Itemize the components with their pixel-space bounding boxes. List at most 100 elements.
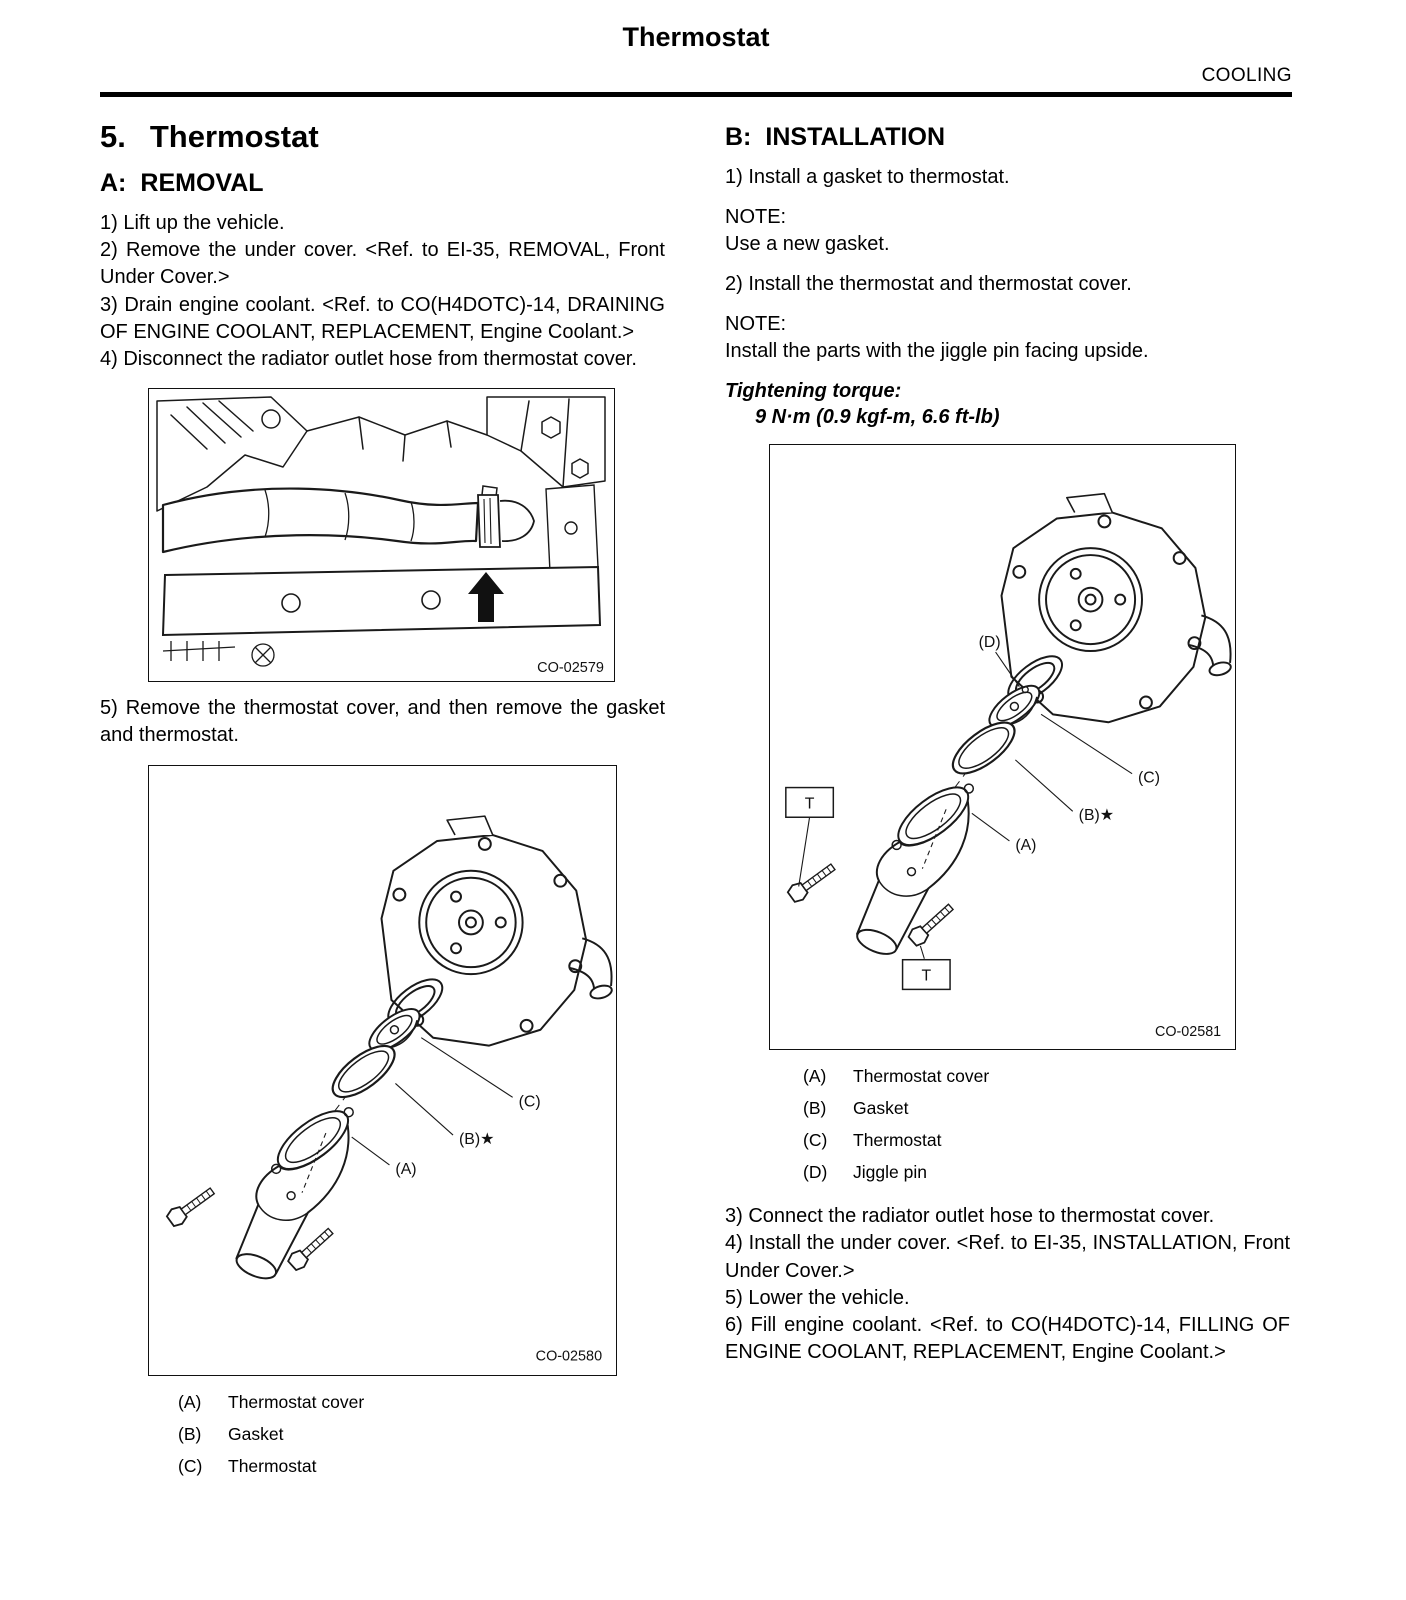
installation-legend: (A) Thermostat cover (B) Gasket (C) Ther… — [803, 1066, 1290, 1183]
installation-step: 2) Install the thermostat and thermostat… — [725, 272, 1132, 295]
torque-label: Tightening torque: — [725, 380, 902, 403]
callout-leader-lines — [351, 1036, 513, 1165]
figure-code: CO-02580 — [536, 1348, 602, 1364]
callout-b-label: (B)★ — [459, 1131, 494, 1148]
left-column: 5. Thermostat A: REMOVAL 1) Lift up the ve… — [100, 119, 665, 1497]
removal-heading: A: REMOVAL — [100, 169, 665, 198]
removal-heading-prefix: A: — [100, 169, 127, 197]
undercarriage-detail-drawing — [162, 641, 275, 667]
removal-step: 3) Drain engine coolant. <Ref. to CO(H4D… — [100, 293, 665, 343]
note-text: Install the parts with the jiggle pin fa… — [725, 339, 1149, 362]
legend-item: (D) Jiggle pin — [803, 1162, 1290, 1183]
hose-clamp-drawing — [477, 485, 501, 549]
installation-step: 4) Install the under cover. <Ref. to EI-… — [725, 1232, 1290, 1282]
legend-item: (A) Thermostat cover — [178, 1392, 665, 1413]
chapter-number: 5. — [100, 119, 126, 154]
tightening-torque: Tightening torque: 9 N·m (0.9 kgf-m, 6.6… — [725, 380, 1290, 429]
removal-step: 2) Remove the under cover. <Ref. to EI-3… — [100, 239, 665, 289]
callout-a-label: (A) — [395, 1160, 416, 1177]
legend-key: (A) — [178, 1391, 202, 1412]
bolt-drawing — [907, 903, 955, 947]
thermostat-cover-drawing — [855, 783, 975, 956]
section-label: COOLING — [1201, 65, 1292, 86]
figure-installation-exploded: (C) (B)★ (A) (D) T T CO-02581 — [769, 444, 1236, 1051]
bolt-drawing — [287, 1226, 334, 1271]
installation-step: 6) Fill engine coolant. <Ref. to CO(H4DO… — [725, 1313, 1290, 1364]
installation-step: 5) Lower the vehicle. — [725, 1286, 910, 1309]
installation-heading-prefix: B: — [725, 123, 752, 151]
removal-step: 4) Disconnect the radiator outlet hose f… — [100, 347, 637, 370]
radiator-hose-drawing — [161, 487, 480, 554]
legend-label: Gasket — [853, 1098, 909, 1119]
note-block: NOTE: Install the parts with the jiggle … — [725, 311, 1290, 365]
legend-key: (B) — [178, 1423, 202, 1444]
note-label: NOTE: — [725, 206, 787, 229]
bolt-drawing — [786, 863, 836, 904]
two-column-layout: 5. Thermostat A: REMOVAL 1) Lift up the ve… — [100, 119, 1292, 1497]
legend-key: (D) — [803, 1162, 828, 1183]
thermostat-drawing — [988, 684, 1041, 729]
callout-leader-lines — [971, 651, 1133, 842]
removal-step: 5) Remove the thermostat cover, and then… — [100, 697, 665, 747]
header-rule — [100, 92, 1292, 97]
figure-radiator-hose: CO-02579 — [148, 388, 615, 683]
crossmember-drawing — [161, 566, 602, 637]
legend-label: Thermostat — [228, 1455, 317, 1476]
chapter-heading: 5. Thermostat — [100, 119, 665, 155]
legend-key: (B) — [803, 1098, 827, 1119]
legend-key: (A) — [803, 1066, 827, 1087]
legend-item: (B) Gasket — [803, 1098, 1290, 1119]
removal-exploded-diagram: (C) (B)★ (A) CO-02580 — [165, 814, 613, 1364]
callout-d-label: (D) — [979, 634, 1001, 651]
legend-key: (C) — [178, 1455, 203, 1476]
legend-label: Thermostat cover — [228, 1391, 365, 1412]
note-block: NOTE: Use a new gasket. — [725, 204, 1290, 258]
figure-code: CO-02579 — [537, 660, 604, 676]
callout-b-label: (B)★ — [1079, 807, 1114, 824]
torque-value: 9 N·m (0.9 kgf-m, 6.6 ft-lb) — [755, 406, 1000, 429]
chapter-title: Thermostat — [149, 119, 319, 154]
legend-label: Jiggle pin — [853, 1162, 927, 1183]
legend-label: Gasket — [228, 1423, 284, 1444]
water-pump-drawing — [380, 814, 613, 1047]
removal-step: 1) Lift up the vehicle. — [100, 212, 285, 234]
legend-item: (B) Gasket — [178, 1424, 665, 1445]
water-pump-drawing — [1000, 493, 1232, 724]
jiggle-pin-drawing — [1021, 686, 1029, 694]
installation-exploded-diagram: (C) (B)★ (A) (D) T T CO-02581 — [785, 493, 1232, 1040]
right-column: B: INSTALLATION 1) Install a gasket to th… — [725, 119, 1290, 1497]
installation-heading-title: INSTALLATION — [765, 123, 945, 151]
note-label: NOTE: — [725, 312, 787, 335]
radiator-hose-diagram: CO-02579 — [156, 396, 606, 676]
note-text: Use a new gasket. — [725, 233, 890, 256]
side-member-drawing — [545, 484, 599, 573]
torque-symbol-label: T — [805, 795, 815, 812]
installation-heading: B: INSTALLATION — [725, 123, 1290, 152]
page-title: Thermostat — [622, 22, 770, 52]
thermostat-cover-drawing — [235, 1106, 354, 1279]
figure-code: CO-02581 — [1155, 1024, 1221, 1040]
callout-c-label: (C) — [1138, 770, 1160, 787]
gasket-drawing — [951, 721, 1016, 775]
removal-legend: (A) Thermostat cover (B) Gasket (C) Ther… — [178, 1392, 665, 1477]
callout-a-label: (A) — [1015, 837, 1036, 854]
legend-item: (A) Thermostat cover — [803, 1066, 1290, 1087]
gasket-drawing — [331, 1044, 396, 1098]
torque-symbol: T — [901, 945, 951, 991]
installation-step: 1) Install a gasket to thermostat. — [725, 166, 1010, 188]
legend-item: (C) Thermostat — [178, 1456, 665, 1477]
manual-page: Thermostat COOLING 5. Thermostat A: REMOVA… — [100, 22, 1292, 1497]
figure-removal-exploded: (C) (B)★ (A) CO-02580 — [148, 764, 617, 1376]
torque-symbol: T — [785, 786, 835, 887]
up-arrow-icon — [468, 572, 504, 623]
legend-label: Thermostat cover — [853, 1066, 990, 1087]
engine-background-drawing — [156, 396, 606, 512]
thermostat-cover-stub-drawing — [499, 499, 535, 543]
torque-symbol-label: T — [921, 968, 931, 985]
bolt-drawing — [165, 1186, 216, 1227]
legend-item: (C) Thermostat — [803, 1130, 1290, 1151]
removal-heading-title: REMOVAL — [140, 169, 264, 197]
legend-key: (C) — [803, 1130, 828, 1151]
installation-step: 3) Connect the radiator outlet hose to t… — [725, 1205, 1215, 1228]
callout-c-label: (C) — [519, 1093, 541, 1110]
